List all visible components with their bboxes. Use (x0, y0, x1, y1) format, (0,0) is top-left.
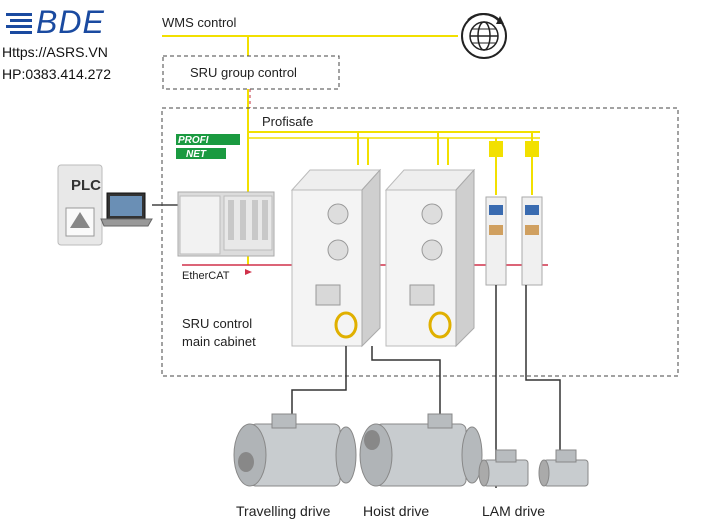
lam-drive-module-1 (485, 196, 507, 286)
bde-logo-icon (6, 13, 32, 34)
laptop-icon (100, 192, 153, 227)
brand-logo-text: BDE (36, 4, 105, 40)
hoist-drive-label: Hoist drive (363, 503, 430, 519)
servo-drive-2 (384, 168, 476, 348)
phone-text: HP:0383.414.272 (2, 66, 111, 82)
wms-control-label: WMS control (162, 15, 237, 30)
hoist-drive-motor (359, 413, 483, 487)
sru-controller-unit (177, 191, 275, 257)
profisafe-label: Profisafe (262, 114, 314, 129)
sru-group-control-label: SRU group control (190, 65, 297, 80)
website-text: Https://ASRS.VN (2, 44, 108, 60)
sru-control-line2: main cabinet (182, 334, 256, 349)
sru-control-line1: SRU control (182, 316, 253, 331)
profinet-bottom-text: NET (186, 149, 207, 160)
plc-label: PLC (71, 177, 101, 194)
lam-drive-module-2 (521, 196, 543, 286)
globe-network-icon (461, 13, 507, 59)
sru-control-label: SRU control main cabinet (182, 315, 256, 351)
plc-icon (57, 164, 103, 246)
lam-drive-motor-2 (538, 449, 589, 487)
profinet-top-text: PROFI (178, 135, 209, 146)
travelling-drive-label: Travelling drive (236, 503, 331, 519)
profinet-logo-icon: PROFI NET (176, 134, 240, 160)
servo-drive-1 (290, 168, 382, 348)
lam-drive-motor-1 (478, 449, 529, 487)
ethercat-label: EtherCAT (182, 270, 230, 282)
lam-drive-label: LAM drive (482, 503, 546, 519)
travelling-drive-motor (233, 413, 357, 487)
